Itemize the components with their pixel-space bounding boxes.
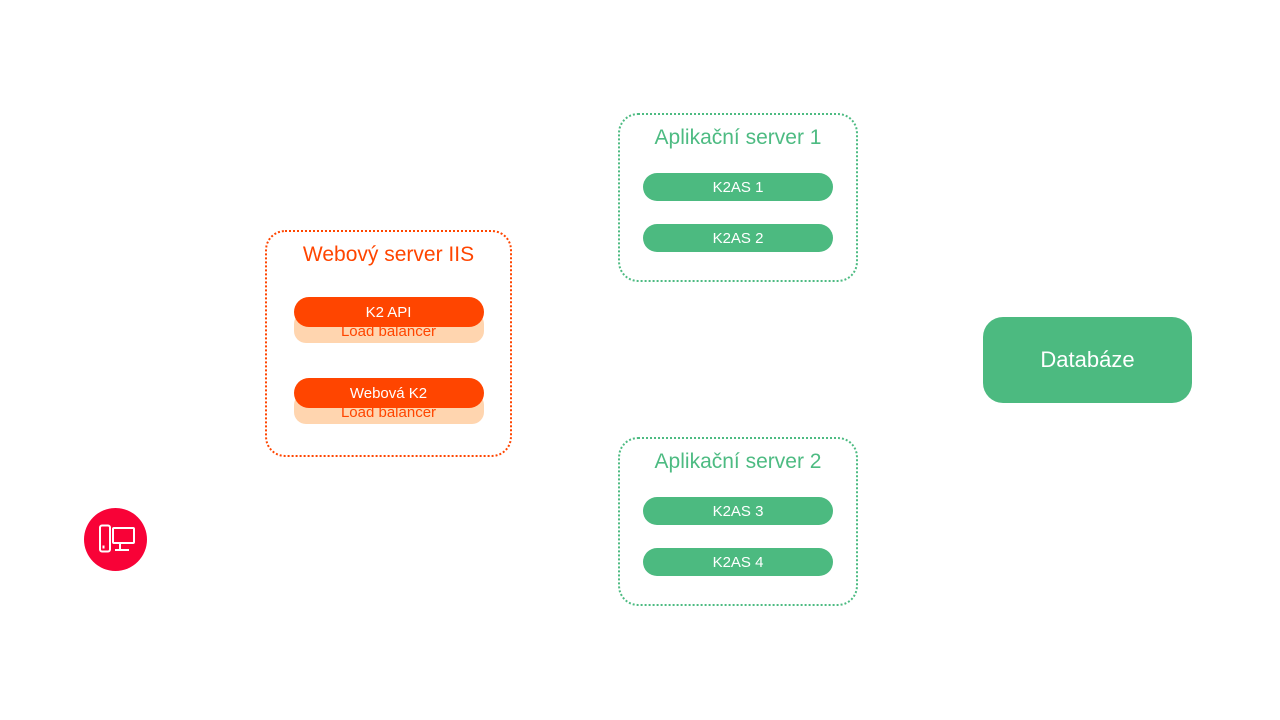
k2as-1-node: K2AS 1 bbox=[643, 173, 833, 201]
webova-k2-node: Webová K2 bbox=[293, 378, 484, 408]
k2as-4-node: K2AS 4 bbox=[643, 548, 833, 576]
app-server-2-box: Aplikační server 2 K2AS 3 K2AS 4 bbox=[618, 437, 858, 606]
webova-k2-group: Webová K2 Load balancer bbox=[293, 378, 484, 424]
k2-api-group: K2 API Load balancer bbox=[293, 297, 484, 343]
web-server-title: Webový server IIS bbox=[302, 243, 475, 266]
k2as-2-node: K2AS 2 bbox=[643, 224, 833, 252]
client-device-badge bbox=[84, 508, 147, 571]
app-server-1-title: Aplikační server 1 bbox=[654, 126, 822, 149]
k2-api-node: K2 API bbox=[293, 297, 484, 327]
web-server-box: Webový server IIS K2 API Load balancer W… bbox=[265, 230, 512, 457]
database-node: Databáze bbox=[983, 317, 1192, 403]
app-server-1-box: Aplikační server 1 K2AS 1 K2AS 2 bbox=[618, 113, 858, 282]
app-server-2-title: Aplikační server 2 bbox=[654, 450, 822, 473]
desktop-computer-icon bbox=[98, 524, 135, 553]
k2as-3-node: K2AS 3 bbox=[643, 497, 833, 525]
